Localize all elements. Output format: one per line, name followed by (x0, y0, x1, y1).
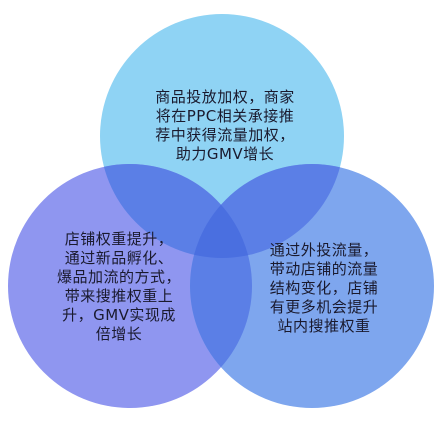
overlap-top-right (190, 164, 344, 258)
overlap-top-left (100, 164, 252, 258)
